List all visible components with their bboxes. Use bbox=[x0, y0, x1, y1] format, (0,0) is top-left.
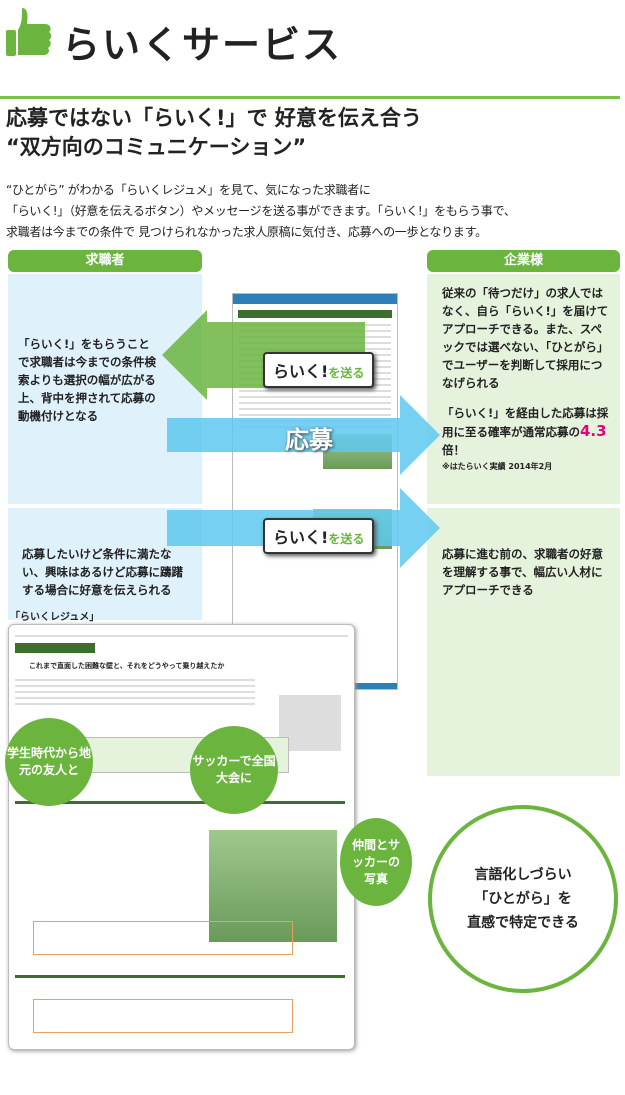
resume-question: これまで直面した困難な壁と、それをどうやって乗り越えたか bbox=[29, 662, 225, 670]
callout-bubble-friends: 学生時代から地元の友人と bbox=[5, 718, 93, 806]
resume-label: 「らいくレジュメ」 bbox=[10, 612, 100, 623]
headline: 応募ではない「らいく!」で 好意を伝え合う“双方向のコミュニケーション” bbox=[6, 106, 422, 159]
company-panel-bottom bbox=[427, 508, 620, 776]
callout-bubble-soccer: サッカーで全国大会に bbox=[190, 726, 278, 814]
page-title: らいくサービス bbox=[62, 23, 343, 67]
send-like-button-2: らいく!を送る bbox=[263, 518, 375, 554]
divider bbox=[0, 96, 620, 99]
summary-bubble: 言語化しづらい「ひとがら」を直感で特定できる bbox=[428, 805, 618, 993]
jobseeker-text-2: 応募したいけど条件に満たない、興味はあるけど応募に躊躇する場合に好意を伝えられる bbox=[22, 547, 183, 597]
company-stat-block: 「らいく!」を経由した応募は採用に至る確率が通常応募の4.3倍！ ※はたらいく実… bbox=[442, 404, 614, 472]
thumbs-up-icon bbox=[6, 8, 52, 56]
company-note: ※はたらいく実績 2014年2月 bbox=[442, 462, 553, 471]
jobseeker-panel-top bbox=[8, 274, 202, 504]
apply-arrow-right bbox=[167, 395, 440, 475]
company-text-1: 従来の「待つだけ」の求人ではなく、自ら「らいく!」を届けてアプローチできる。また… bbox=[442, 286, 609, 390]
company-text-3: 応募に進む前の、求職者の好意を理解する事で、幅広い人材にアプローチできる bbox=[442, 547, 603, 597]
apply-label: 応募 bbox=[285, 426, 333, 454]
resume-screenshot: これまで直面した困難な壁と、それをどうやって乗り越えたか bbox=[8, 624, 355, 1050]
intro-text: “ひとがら” がわかる「らいくレジュメ」を見て、気になった求職者に「らいく!」（… bbox=[6, 183, 516, 239]
jobseeker-label: 求職者 bbox=[8, 250, 202, 272]
send-like-button-1: らいく!を送る bbox=[263, 352, 375, 388]
jobseeker-text-1: 「らいく!」をもらうことで求職者は今までの条件検索よりも選択の幅が広がる上、背中… bbox=[18, 337, 156, 423]
company-label: 企業様 bbox=[427, 250, 620, 272]
callout-bubble-photo: 仲間とサッカーの写真 bbox=[340, 818, 412, 906]
company-panel-top bbox=[427, 274, 620, 504]
company-text-2: 「らいく!」を経由した応募は採用に至る確率が通常応募の4.3倍！ bbox=[442, 406, 609, 457]
